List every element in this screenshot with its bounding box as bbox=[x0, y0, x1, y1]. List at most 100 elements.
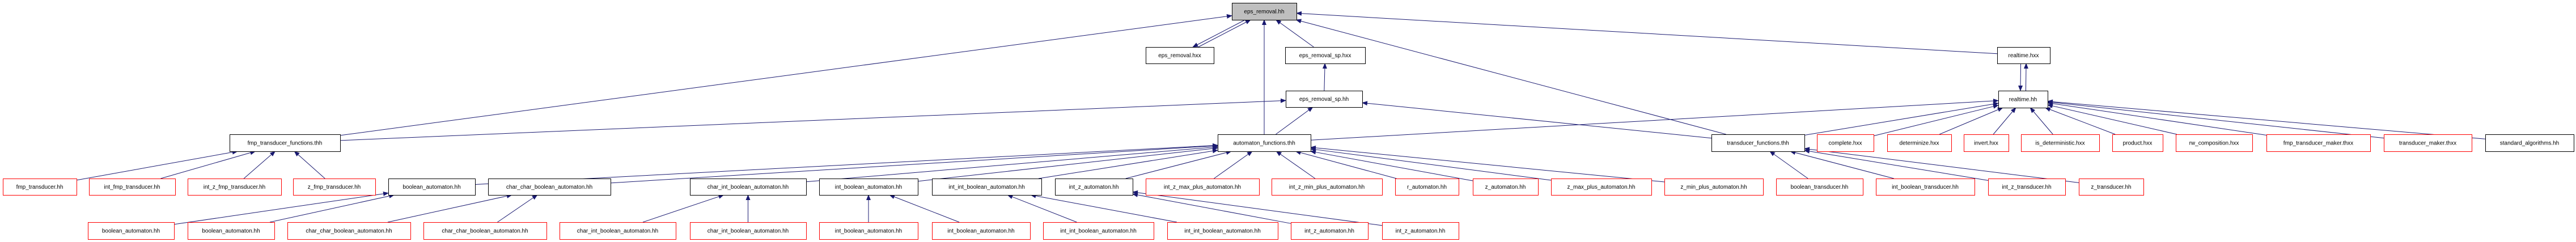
node-int-z-automaton-hh[interactable]: int_z_automaton.hh bbox=[1382, 222, 1459, 240]
node-box[interactable] bbox=[2384, 134, 2472, 152]
node-z-min-plus-automaton-hh[interactable]: z_min_plus_automaton.hh bbox=[1664, 179, 1764, 196]
node-box[interactable] bbox=[819, 222, 918, 240]
node-char-int-boolean-automaton-hh[interactable]: char_int_boolean_automaton.hh bbox=[690, 179, 807, 196]
node-transducer-functions-thh[interactable]: transducer_functions.thh bbox=[1711, 134, 1805, 152]
node-box[interactable] bbox=[388, 179, 476, 196]
node-z-max-plus-automaton-hh[interactable]: z_max_plus_automaton.hh bbox=[1551, 179, 1652, 196]
node-box[interactable] bbox=[2079, 179, 2144, 196]
node-char-char-boolean-automaton-hh[interactable]: char_char_boolean_automaton.hh bbox=[423, 222, 547, 240]
node-box[interactable] bbox=[1664, 179, 1764, 196]
node-box[interactable] bbox=[1286, 91, 1363, 108]
node-complete-hxx[interactable]: complete.hxx bbox=[1817, 134, 1874, 152]
node-box[interactable] bbox=[287, 222, 411, 240]
node-box[interactable] bbox=[1776, 179, 1863, 196]
node-box[interactable] bbox=[1382, 222, 1459, 240]
node-box[interactable] bbox=[1817, 134, 1874, 152]
node-z-automaton-hh[interactable]: z_automaton.hh bbox=[1473, 179, 1539, 196]
node-determinize-hxx[interactable]: determinize.hxx bbox=[1887, 134, 1952, 152]
node-z-fmp-transducer-hh[interactable]: z_fmp_transducer.hh bbox=[293, 179, 376, 196]
node-standard-algorithms-hh[interactable]: standard_algorithms.hh bbox=[2485, 134, 2574, 152]
node-box[interactable] bbox=[2485, 134, 2574, 152]
node-box[interactable] bbox=[1876, 179, 1975, 196]
node-product-hxx[interactable]: product.hxx bbox=[2112, 134, 2163, 152]
node-int-boolean-transducer-hh[interactable]: int_boolean_transducer.hh bbox=[1876, 179, 1975, 196]
node-boolean-transducer-hh[interactable]: boolean_transducer.hh bbox=[1776, 179, 1863, 196]
node-box[interactable] bbox=[1218, 134, 1311, 152]
node-char-char-boolean-automaton-hh[interactable]: char_char_boolean_automaton.hh bbox=[287, 222, 411, 240]
node-box[interactable] bbox=[2021, 134, 2100, 152]
node-is-deterministic-hxx[interactable]: is_deterministic.hxx bbox=[2021, 134, 2100, 152]
node-char-char-boolean-automaton-hh[interactable]: char_char_boolean_automaton.hh bbox=[488, 179, 611, 196]
node-int-int-boolean-automaton-hh[interactable]: int_int_boolean_automaton.hh bbox=[1043, 222, 1154, 240]
node-int-int-boolean-automaton-hh[interactable]: int_int_boolean_automaton.hh bbox=[1167, 222, 1278, 240]
node-transducer-maker-thxx[interactable]: transducer_maker.thxx bbox=[2384, 134, 2472, 152]
node-box[interactable] bbox=[88, 222, 175, 240]
node-int-fmp-transducer-hh[interactable]: int_fmp_transducer.hh bbox=[89, 179, 176, 196]
node-int-z-automaton-hh[interactable]: int_z_automaton.hh bbox=[1291, 222, 1368, 240]
node-boolean-automaton-hh[interactable]: boolean_automaton.hh bbox=[388, 179, 476, 196]
node-boolean-automaton-hh[interactable]: boolean_automaton.hh bbox=[88, 222, 175, 240]
node-int-z-max-plus-automaton-hh[interactable]: int_z_max_plus_automaton.hh bbox=[1146, 179, 1260, 196]
node-box[interactable] bbox=[1887, 134, 1952, 152]
node-box[interactable] bbox=[230, 134, 341, 152]
node-int-boolean-automaton-hh[interactable]: int_boolean_automaton.hh bbox=[932, 222, 1031, 240]
node-box[interactable] bbox=[1988, 179, 2066, 196]
node-box[interactable] bbox=[1146, 47, 1214, 64]
node-box[interactable] bbox=[2112, 134, 2163, 152]
node-box[interactable] bbox=[423, 222, 547, 240]
node-box[interactable] bbox=[1551, 179, 1652, 196]
node-int-z-min-plus-automaton-hh[interactable]: int_z_min_plus_automaton.hh bbox=[1272, 179, 1383, 196]
node-char-int-boolean-automaton-hh[interactable]: char_int_boolean_automaton.hh bbox=[690, 222, 807, 240]
node-box[interactable] bbox=[2176, 134, 2253, 152]
node-box[interactable] bbox=[1043, 222, 1154, 240]
node-box[interactable] bbox=[1998, 91, 2048, 108]
node-box[interactable] bbox=[1964, 134, 2009, 152]
node-box[interactable] bbox=[188, 179, 282, 196]
node-box[interactable] bbox=[690, 179, 807, 196]
node-rw-composition-hxx[interactable]: rw_composition.hxx bbox=[2176, 134, 2253, 152]
node-box[interactable] bbox=[293, 179, 376, 196]
node-fmp-transducer-functions-thh[interactable]: fmp_transducer_functions.thh bbox=[230, 134, 341, 152]
node-int-z-fmp-transducer-hh[interactable]: int_z_fmp_transducer.hh bbox=[188, 179, 282, 196]
node-box[interactable] bbox=[3, 179, 77, 196]
node-eps-removal-sp-hh[interactable]: eps_removal_sp.hh bbox=[1286, 91, 1363, 108]
node-box[interactable] bbox=[188, 222, 275, 240]
node-fmp-transducer-hh[interactable]: fmp_transducer.hh bbox=[3, 179, 77, 196]
node-box[interactable] bbox=[1232, 3, 1297, 20]
node-box[interactable] bbox=[932, 222, 1031, 240]
node-int-boolean-automaton-hh[interactable]: int_boolean_automaton.hh bbox=[819, 222, 918, 240]
node-z-transducer-hh[interactable]: z_transducer.hh bbox=[2079, 179, 2144, 196]
node-box[interactable] bbox=[1711, 134, 1805, 152]
node-boolean-automaton-hh[interactable]: boolean_automaton.hh bbox=[188, 222, 275, 240]
node-char-int-boolean-automaton-hh[interactable]: char_int_boolean_automaton.hh bbox=[560, 222, 676, 240]
node-box[interactable] bbox=[1291, 222, 1368, 240]
node-realtime-hh[interactable]: realtime.hh bbox=[1998, 91, 2048, 108]
node-eps-removal-hh[interactable]: eps_removal.hh bbox=[1232, 3, 1297, 20]
node-box[interactable] bbox=[560, 222, 676, 240]
node-eps-removal-sp-hxx[interactable]: eps_removal_sp.hxx bbox=[1285, 47, 1366, 64]
node-eps-removal-hxx[interactable]: eps_removal.hxx bbox=[1146, 47, 1214, 64]
node-box[interactable] bbox=[1473, 179, 1539, 196]
node-int-int-boolean-automaton-hh[interactable]: int_int_boolean_automaton.hh bbox=[932, 179, 1042, 196]
node-box[interactable] bbox=[819, 179, 918, 196]
node-box[interactable] bbox=[690, 222, 807, 240]
node-box[interactable] bbox=[1997, 47, 2050, 64]
node-box[interactable] bbox=[1146, 179, 1260, 196]
node-int-z-transducer-hh[interactable]: int_z_transducer.hh bbox=[1988, 179, 2066, 196]
node-box[interactable] bbox=[1395, 179, 1459, 196]
node-box[interactable] bbox=[1285, 47, 1366, 64]
node-box[interactable] bbox=[488, 179, 611, 196]
node-box[interactable] bbox=[932, 179, 1042, 196]
node-automaton-functions-thh[interactable]: automaton_functions.thh bbox=[1218, 134, 1311, 152]
node-int-boolean-automaton-hh[interactable]: int_boolean_automaton.hh bbox=[819, 179, 918, 196]
node-int-z-automaton-hh[interactable]: int_z_automaton.hh bbox=[1055, 179, 1133, 196]
node-box[interactable] bbox=[2266, 134, 2371, 152]
node-realtime-hxx[interactable]: realtime.hxx bbox=[1997, 47, 2050, 64]
node-box[interactable] bbox=[1272, 179, 1383, 196]
node-r-automaton-hh[interactable]: r_automaton.hh bbox=[1395, 179, 1459, 196]
node-box[interactable] bbox=[89, 179, 176, 196]
node-invert-hxx[interactable]: invert.hxx bbox=[1964, 134, 2009, 152]
node-box[interactable] bbox=[1055, 179, 1133, 196]
node-fmp-transducer-maker-thxx[interactable]: fmp_transducer_maker.thxx bbox=[2266, 134, 2371, 152]
node-box[interactable] bbox=[1167, 222, 1278, 240]
